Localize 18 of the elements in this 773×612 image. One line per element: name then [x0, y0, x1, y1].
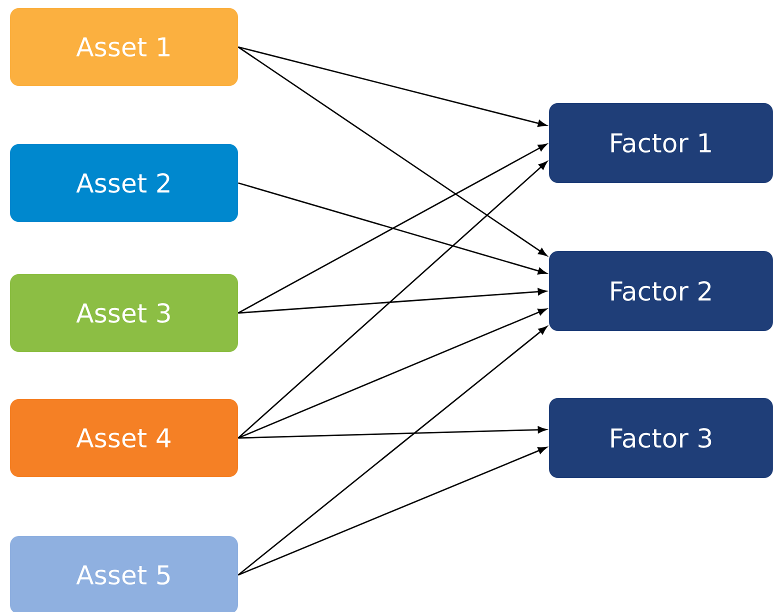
- factor-box: Factor 1: [549, 103, 773, 183]
- arrow: [238, 426, 547, 439]
- asset-box: Asset 5: [10, 536, 238, 612]
- arrow: [238, 46, 548, 256]
- asset-box: Asset 4: [10, 399, 238, 477]
- arrow: [238, 308, 547, 439]
- asset-box: Asset 1: [10, 8, 238, 86]
- arrow: [238, 326, 548, 576]
- arrow: [238, 182, 547, 274]
- arrow: [238, 288, 547, 314]
- asset-box: Asset 2: [10, 144, 238, 222]
- asset-box: Asset 3: [10, 274, 238, 352]
- factor-box: Factor 3: [549, 398, 773, 478]
- arrow: [238, 46, 547, 127]
- arrow: [238, 161, 548, 439]
- factor-box: Factor 2: [549, 251, 773, 331]
- arrow: [238, 446, 547, 576]
- arrow: [238, 144, 547, 314]
